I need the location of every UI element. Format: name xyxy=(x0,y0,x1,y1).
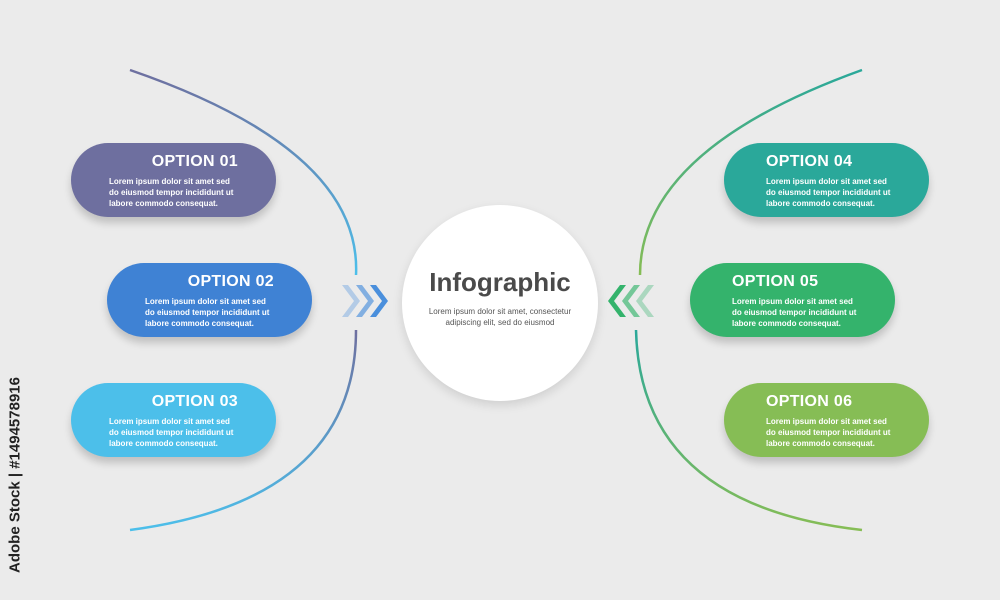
stock-watermark: Adobe Stock | #1494578916 xyxy=(6,355,24,595)
option-01-text: Lorem ipsum dolor sit amet sed do eiusmo… xyxy=(109,177,234,208)
option-04-text: Lorem ipsum dolor sit amet sed do eiusmo… xyxy=(766,177,891,208)
option-03-text: Lorem ipsum dolor sit amet sed do eiusmo… xyxy=(109,417,234,448)
option-05-title: OPTION 05 xyxy=(732,273,819,290)
option-06-card: OPTION 06 Lorem ipsum dolor sit amet sed… xyxy=(724,383,929,457)
option-04-card: OPTION 04 Lorem ipsum dolor sit amet sed… xyxy=(724,143,929,217)
option-03-card: OPTION 03 Lorem ipsum dolor sit amet sed… xyxy=(71,383,276,457)
left-arc-lower xyxy=(129,329,358,532)
option-02-text: Lorem ipsum dolor sit amet sed do eiusmo… xyxy=(145,297,270,328)
center-title: Infographic xyxy=(429,267,571,297)
right-arc-lower xyxy=(634,329,863,532)
option-05-text: Lorem ipsum dolor sit amet sed do eiusmo… xyxy=(732,297,857,328)
right-chevrons-icon xyxy=(342,285,388,317)
option-04-title: OPTION 04 xyxy=(766,153,853,170)
center-text: Lorem ipsum dolor sit amet, consectetur … xyxy=(428,307,572,327)
option-02-title: OPTION 02 xyxy=(187,273,274,290)
option-02-card: OPTION 02 Lorem ipsum dolor sit amet sed… xyxy=(107,263,312,337)
option-06-text: Lorem ipsum dolor sit amet sed do eiusmo… xyxy=(766,417,891,448)
watermark-text: Adobe Stock | #1494578916 xyxy=(6,377,24,573)
option-03-title: OPTION 03 xyxy=(151,393,238,410)
option-01-card: OPTION 01 Lorem ipsum dolor sit amet sed… xyxy=(71,143,276,217)
option-01-title: OPTION 01 xyxy=(151,153,238,170)
option-05-card: OPTION 05 Lorem ipsum dolor sit amet sed… xyxy=(690,263,895,337)
center-circle: Infographic Lorem ipsum dolor sit amet, … xyxy=(402,205,598,401)
option-06-title: OPTION 06 xyxy=(766,393,853,410)
left-arc xyxy=(129,68,358,276)
left-chevrons-icon xyxy=(608,285,654,317)
right-arc xyxy=(638,68,863,276)
